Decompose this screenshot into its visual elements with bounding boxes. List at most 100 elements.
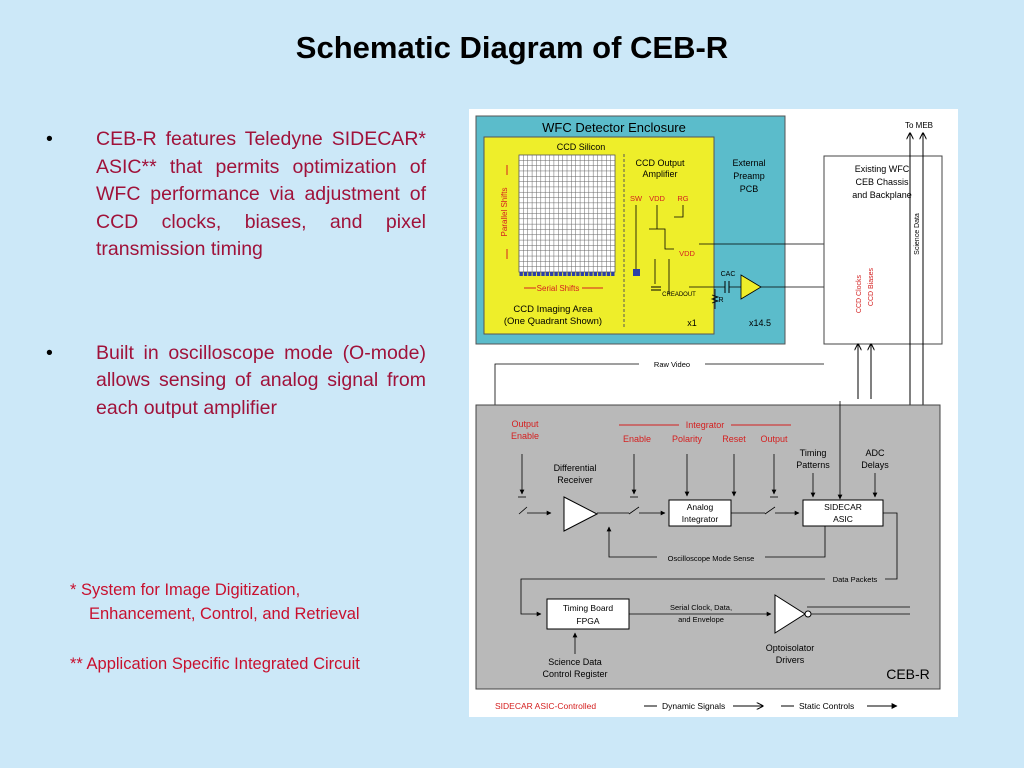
vdd2-label: VDD [679, 249, 695, 258]
timing-board-label-2: FPGA [576, 616, 599, 626]
serial-pixel [602, 272, 606, 276]
ccd-grid-lines [519, 155, 615, 272]
imaging-area-label-1: CCD Imaging Area [513, 304, 593, 315]
preamp-triangle [740, 274, 762, 300]
enclosure-title: WFC Detector Enclosure [542, 120, 686, 135]
serial-pixel [523, 272, 528, 276]
int-reset-label: Reset [722, 434, 746, 444]
chassis-label-2: CEB Chassis [855, 177, 909, 187]
creadout-label: CREADOUT [662, 292, 696, 298]
int-enable-label: Enable [623, 434, 651, 444]
serial-shifts-label: Serial Shifts [537, 284, 580, 293]
timing-patterns-label-1: Timing [800, 448, 827, 458]
ceb-r-box [475, 404, 941, 690]
serial-clock-label-1: Serial Clock, Data, [670, 603, 732, 612]
analog-integrator-label-2: Integrator [682, 514, 719, 524]
optoisolator-triangle [774, 594, 806, 634]
adc-delays-label-2: Delays [861, 460, 889, 470]
imaging-area-label-2: (One Quadrant Shown) [504, 316, 602, 327]
int-polarity-label: Polarity [672, 434, 703, 444]
bullet-text: CEB-R features Teledyne SIDECAR* ASIC** … [96, 128, 426, 260]
serial-pixel [576, 272, 580, 276]
x1-label: x1 [687, 318, 697, 328]
sdcr-label-2: Control Register [542, 669, 607, 679]
bullet-marker: • [46, 128, 53, 150]
diff-receiver-label-1: Differential [554, 463, 597, 473]
preamp-label-3: PCB [740, 184, 759, 194]
rg-label: RG [677, 194, 688, 203]
differential-receiver [563, 496, 599, 532]
footnote-sidecar-line2: Enhancement, Control, and Retrieval [89, 605, 360, 623]
serial-pixel [580, 272, 584, 276]
serial-pixel [541, 272, 545, 276]
sdcr-label-1: Science Data [548, 657, 602, 667]
serial-pixel [558, 272, 563, 276]
preamp-label-2: Preamp [733, 171, 765, 181]
legend-dynamic: Dynamic Signals [662, 701, 725, 711]
sidecar-label-2: ASIC [833, 514, 853, 524]
bullet-item-oscilloscope: • Built in oscilloscope mode (O-mode) al… [38, 340, 426, 423]
serial-pixel [519, 272, 523, 276]
schematic-diagram: WFC Detector Enclosure CCD Silicon Paral… [469, 109, 958, 717]
footnote-sidecar-line1: * System for Image Digitization, [70, 581, 301, 599]
serial-pixel [606, 272, 611, 276]
output-amp-label-1: CCD Output [635, 158, 685, 168]
output-enable-label-2: Enable [511, 431, 539, 441]
adc-delays-label-1: ADC [865, 448, 885, 458]
parallel-shifts-label: Parallel Shifts [500, 188, 509, 237]
ceb-r-label: CEB-R [886, 666, 930, 682]
integrator-group-label: Integrator [686, 420, 725, 430]
diff-receiver-label-2: Receiver [557, 475, 593, 485]
output-node [633, 269, 640, 276]
preamp-label-1: External [732, 158, 765, 168]
legend-static: Static Controls [799, 701, 854, 711]
analog-integrator-box [668, 499, 732, 527]
serial-clock-label-2: and Envelope [678, 615, 724, 624]
timing-board-label-1: Timing Board [563, 603, 614, 613]
serial-pixel [550, 272, 554, 276]
ccd-clocks-label: CCD Clocks [856, 274, 863, 313]
slide-title: Schematic Diagram of CEB-R [295, 30, 729, 65]
timing-patterns-label-2: Patterns [796, 460, 830, 470]
x14-label: x14.5 [749, 318, 771, 328]
serial-pixel [598, 272, 602, 276]
analog-integrator-label-1: Analog [687, 502, 714, 512]
bullet-list: • CEB-R features Teledyne SIDECAR* ASIC*… [38, 126, 426, 422]
serial-pixel [536, 272, 541, 276]
footnotes: * System for Image Digitization, Enhance… [70, 578, 360, 676]
serial-pixel [554, 272, 558, 276]
to-meb-label: To MEB [905, 121, 933, 130]
cac-label: CAC [721, 271, 736, 278]
serial-pixel [589, 272, 593, 276]
timing-board-box [546, 598, 630, 630]
int-output-label: Output [760, 434, 788, 444]
serial-pixel [532, 272, 536, 276]
serial-pixel [545, 272, 550, 276]
bullet-marker: • [46, 341, 53, 364]
ccd-silicon-label: CCD Silicon [557, 142, 606, 152]
serial-pixel [611, 272, 615, 276]
serial-pixel [567, 272, 571, 276]
serial-pixel [528, 272, 532, 276]
science-data-label: Science Data [914, 213, 921, 255]
r-label: R [718, 297, 723, 304]
opto-label-1: Optoisolator [766, 643, 815, 653]
serial-pixel [571, 272, 576, 276]
vdd-label: VDD [649, 194, 665, 203]
raw-video-label: Raw Video [654, 360, 690, 369]
ceb-chassis-box [823, 155, 943, 345]
opto-label-2: Drivers [776, 655, 805, 665]
serial-pixel [584, 272, 589, 276]
serial-pixel [563, 272, 567, 276]
serial-pixel [593, 272, 598, 276]
bullet-item-sidecar: • CEB-R features Teledyne SIDECAR* ASIC*… [38, 126, 426, 264]
ccd-biases-label: CCD Biases [868, 267, 875, 306]
output-amp-label-2: Amplifier [642, 169, 677, 179]
footnote-asic: ** Application Specific Integrated Circu… [70, 655, 360, 673]
chassis-label-3: and Backplane [852, 190, 912, 200]
legend-sidecar: SIDECAR ASIC-Controlled [495, 701, 596, 711]
sidecar-label-1: SIDECAR [824, 502, 862, 512]
output-enable-label-1: Output [511, 419, 539, 429]
serial-register-pixels [519, 272, 615, 276]
data-packets-label: Data Packets [833, 575, 878, 584]
